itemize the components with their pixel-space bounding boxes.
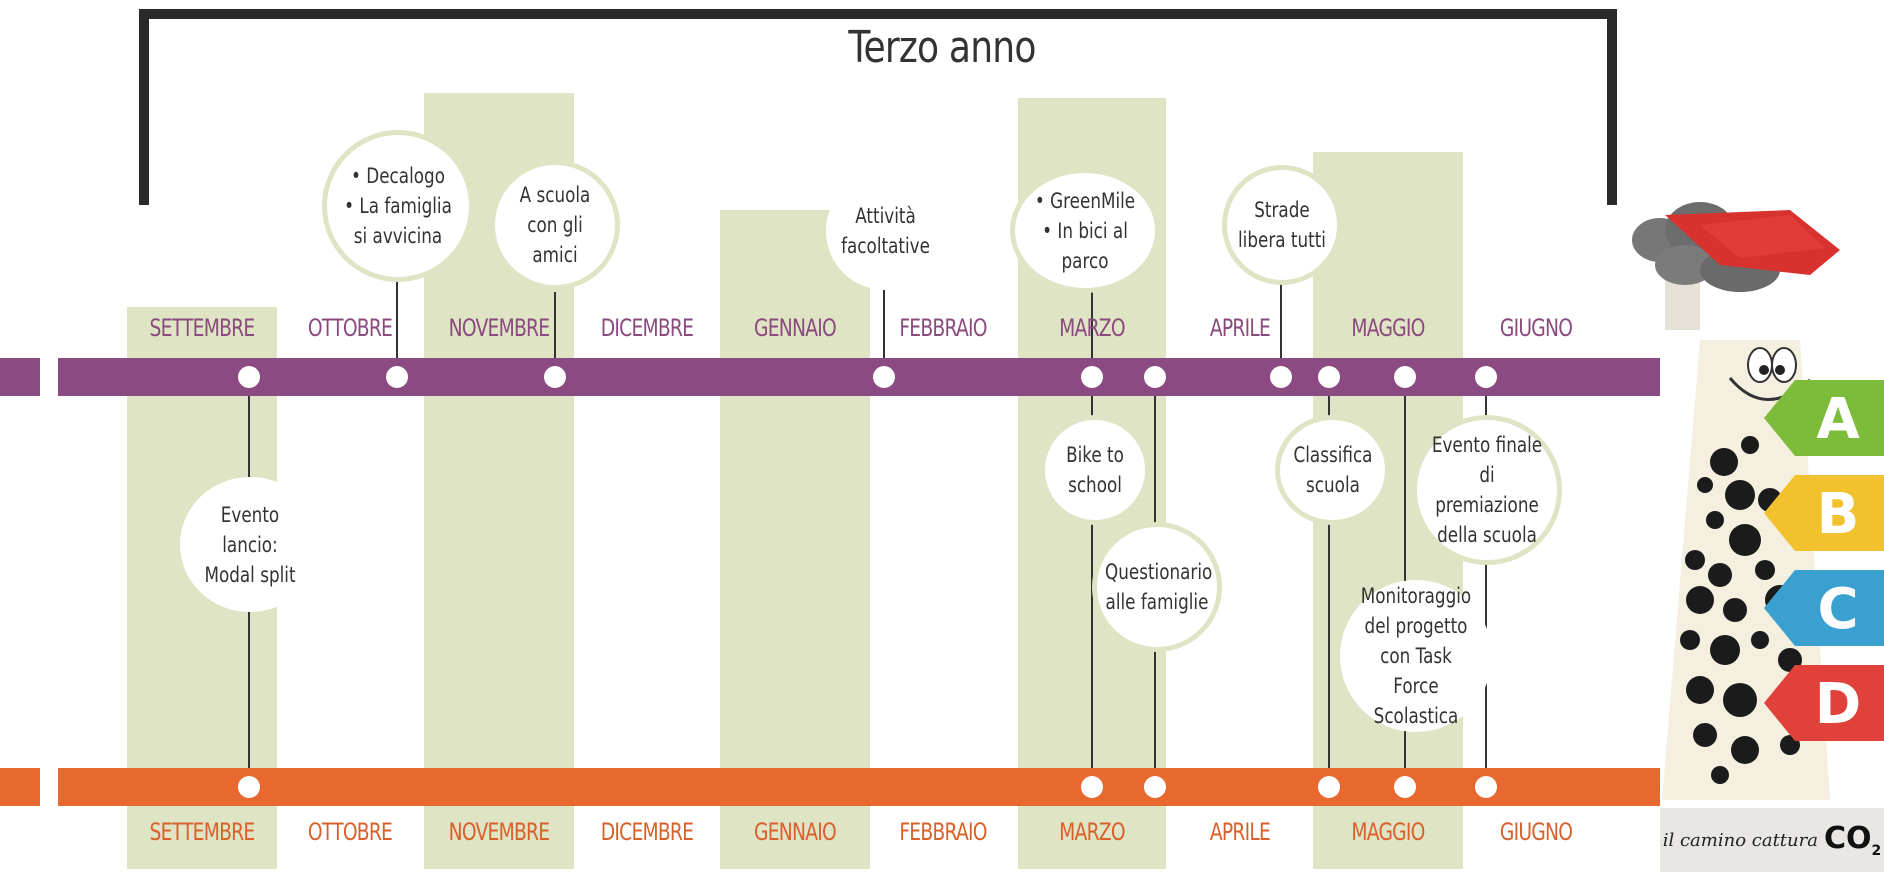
column-gennaio	[720, 210, 870, 869]
event-label-decalogo: • Decalogo • La famiglia si avvicina	[344, 164, 452, 248]
month-label-bot-gennaio: GENNAIO	[754, 818, 837, 846]
event-bubble-attivita: Attività facoltative	[826, 172, 944, 290]
month-label-bot-settembre: SETTEMBRE	[149, 818, 256, 846]
month-label-top-novembre: NOVEMBRE	[448, 314, 550, 342]
caption-co2: CO2	[1824, 821, 1881, 859]
event-bubble-greenmile: • GreenMile • In bici al parco	[1010, 168, 1160, 293]
bottom-line-dots	[238, 776, 1497, 798]
energy-letter-c: C	[1817, 577, 1858, 642]
month-label-bot-maggio: MAGGIO	[1351, 818, 1425, 846]
month-label-top-aprile: APRILE	[1209, 314, 1271, 342]
event-label-attivita: Attività facoltative	[840, 204, 930, 258]
caption-text: il camino cattura	[1662, 829, 1818, 851]
event-bubble-evento-finale: Evento finale di premiazione della scuol…	[1412, 415, 1562, 565]
energy-arrow-d	[1764, 665, 1884, 741]
event-bubble-decalogo: • Decalogo • La famiglia si avvicina	[322, 130, 474, 282]
event-label-classifica: Classifica scuola	[1293, 443, 1372, 497]
event-bubble-monitoraggio: Monitoraggio del progetto con Task Force…	[1340, 580, 1492, 732]
month-label-bot-marzo: MARZO	[1059, 818, 1125, 846]
event-label-monitoraggio: Monitoraggio del progetto con Task Force…	[1360, 584, 1472, 728]
caption-co: CO	[1823, 821, 1872, 856]
event-label-bike: Bike to school	[1066, 443, 1124, 497]
month-label-bot-aprile: APRILE	[1209, 818, 1271, 846]
timeline-top	[58, 358, 1660, 396]
energy-arrow-b	[1764, 475, 1884, 551]
event-label-scuola-amici: A scuola con gli amici	[519, 183, 591, 267]
energy-letter-d: D	[1815, 672, 1861, 737]
month-label-top-dicembre: DICEMBRE	[600, 314, 694, 342]
left-stub-top	[0, 358, 40, 396]
year-bracket	[139, 9, 1617, 205]
top-line-dots	[238, 366, 1497, 388]
energy-letter-a: A	[1816, 387, 1860, 452]
energy-arrow-c	[1764, 570, 1884, 646]
month-label-top-gennaio: GENNAIO	[754, 314, 837, 342]
event-bubble-strade: Strade libera tutti	[1222, 165, 1342, 285]
month-label-top-giugno: GIUGNO	[1499, 314, 1573, 342]
month-label-top-maggio: MAGGIO	[1351, 314, 1425, 342]
timeline-bottom	[58, 768, 1660, 806]
month-label-top-febbraio: FEBBRAIO	[899, 314, 987, 342]
month-label-bot-novembre: NOVEMBRE	[448, 818, 550, 846]
month-label-bot-giugno: GIUGNO	[1499, 818, 1573, 846]
caption-sub: 2	[1871, 843, 1882, 859]
event-label-lancio: Evento lancio: Modal split	[204, 502, 296, 587]
month-label-bot-dicembre: DICEMBRE	[600, 818, 694, 846]
event-bubble-questionario: Questionario alle famiglie	[1092, 522, 1222, 652]
event-bubble-scuola-amici: A scuola con gli amici	[490, 160, 620, 290]
month-label-top-settembre: SETTEMBRE	[149, 314, 256, 342]
month-label-top-marzo: MARZO	[1059, 314, 1125, 342]
diagram-title: Terzo anno	[848, 22, 1036, 73]
month-label-top-ottobre: OTTOBRE	[307, 314, 393, 342]
event-bubble-lancio: Evento lancio: Modal split	[180, 477, 320, 612]
energy-arrow-a	[1764, 380, 1884, 456]
left-stub-bottom	[0, 768, 40, 806]
brand-caption: il camino cattura CO2	[1660, 808, 1884, 872]
event-label-evento-finale: Evento finale di premiazione della scuol…	[1431, 433, 1543, 547]
month-label-bot-febbraio: FEBBRAIO	[899, 818, 987, 846]
event-label-strade: Strade libera tutti	[1238, 198, 1326, 252]
event-bubble-bike: Bike to school	[1040, 415, 1150, 525]
event-label-greenmile: • GreenMile • In bici al parco	[1034, 188, 1136, 273]
energy-letter-b: B	[1817, 482, 1860, 547]
event-label-questionario: Questionario alle famiglie	[1105, 560, 1213, 614]
event-bubble-classifica: Classifica scuola	[1275, 415, 1390, 525]
month-label-bot-ottobre: OTTOBRE	[307, 818, 393, 846]
